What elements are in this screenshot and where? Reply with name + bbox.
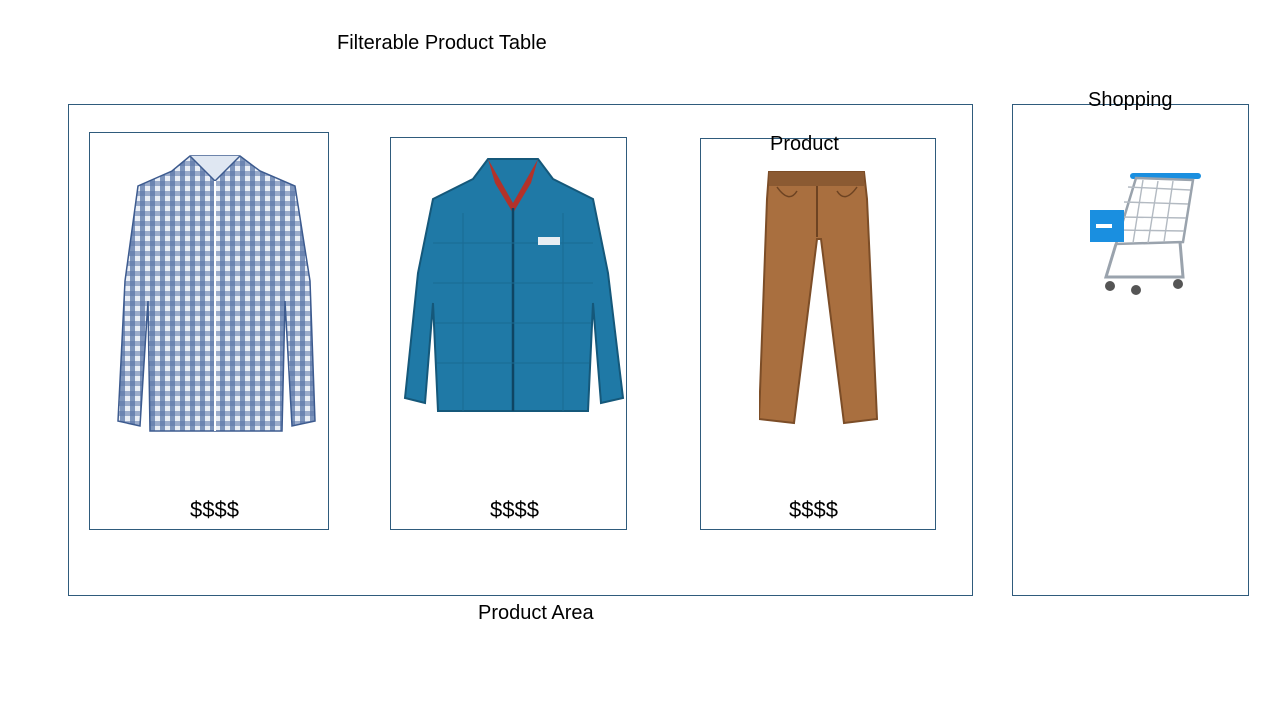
product-card-shirt[interactable]: $$$$: [89, 132, 329, 530]
product-price: $$$$: [789, 497, 838, 522]
product-label: Product: [770, 133, 839, 155]
product-area-label: Product Area: [478, 602, 594, 624]
jacket-icon: [403, 153, 625, 415]
product-area: [68, 104, 973, 596]
shopping-area: [1012, 104, 1249, 596]
shirt-icon: [110, 151, 320, 441]
product-price: $$$$: [190, 497, 239, 522]
product-card-jacket[interactable]: $$$$: [390, 137, 627, 530]
product-card-pants[interactable]: $$$$: [700, 138, 936, 530]
page-title: Filterable Product Table: [337, 32, 547, 54]
shopping-cart-icon[interactable]: [1088, 172, 1203, 297]
pants-icon: [759, 169, 879, 429]
shopping-label: Shopping: [1088, 89, 1173, 111]
product-price: $$$$: [490, 497, 539, 522]
